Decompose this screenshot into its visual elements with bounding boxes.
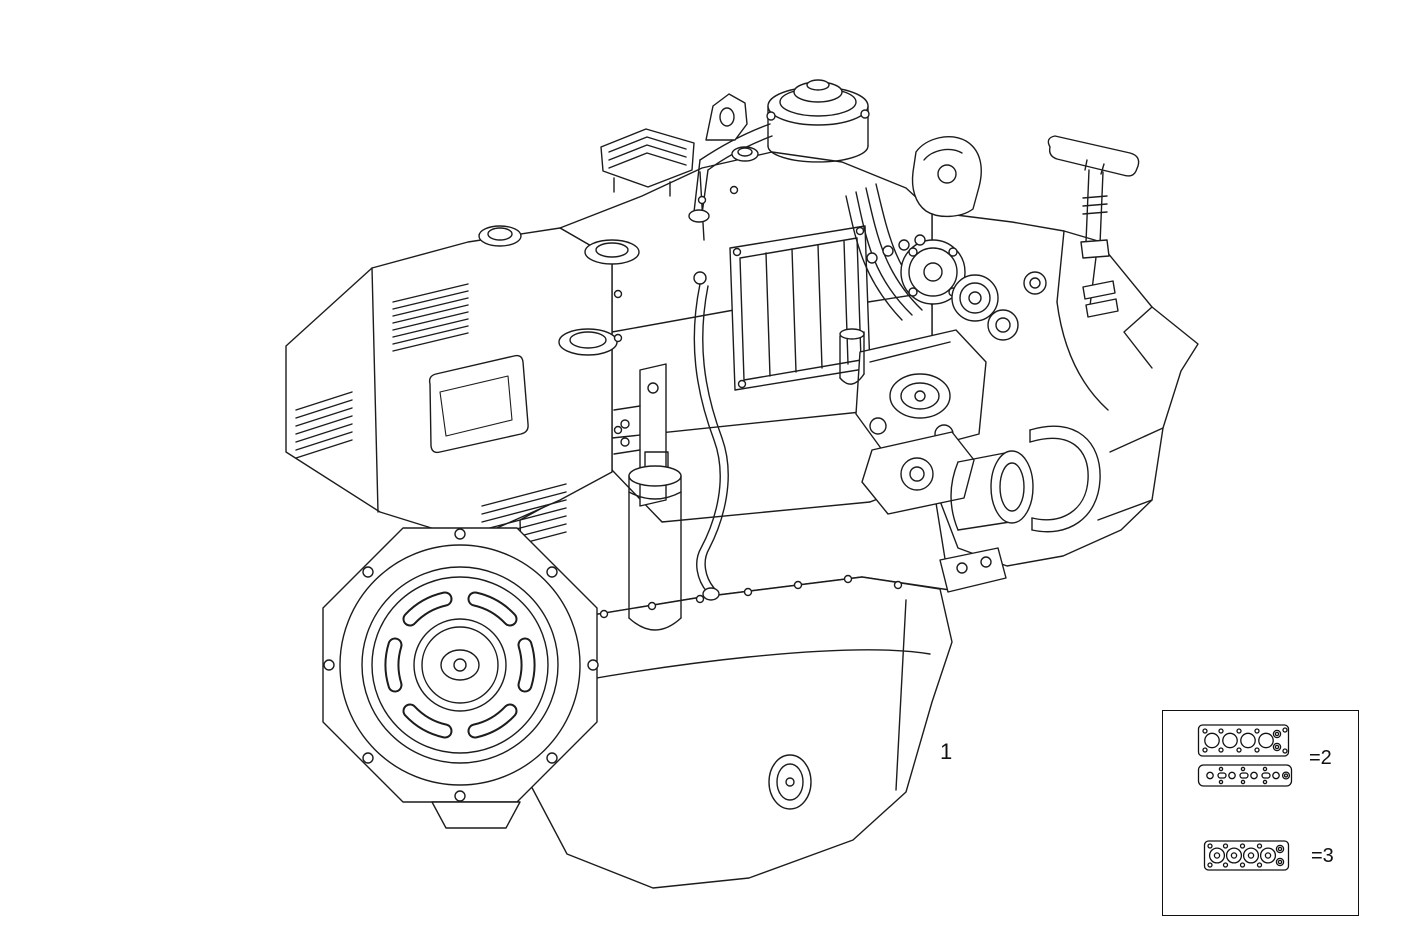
coolant-loop-pipe xyxy=(1029,425,1101,533)
exhaust-outlet-cylinder xyxy=(950,450,1034,531)
callout-part-1: 1 xyxy=(940,739,953,764)
hand-priming-pump xyxy=(1047,135,1140,259)
valve-cover-left xyxy=(285,225,640,555)
legend-quantity-label-lower: =3 xyxy=(1311,844,1334,867)
vent-slots-left xyxy=(295,391,353,459)
legend-item-gasket-set-lower: =3 xyxy=(1203,839,1334,873)
lower-gasket-set-icon xyxy=(1203,840,1290,871)
legend-box: =2 =3 xyxy=(1162,710,1359,916)
legend-item-gasket-set-upper: =2 xyxy=(1197,723,1332,793)
oil-filter xyxy=(628,451,682,631)
vent-slots-lower xyxy=(481,483,567,555)
legend-quantity-label-upper: =2 xyxy=(1309,746,1332,769)
oil-pan xyxy=(526,576,953,889)
lifting-eye-bracket xyxy=(705,93,748,141)
cylinder-head-gasket-set-icon xyxy=(1197,724,1293,787)
oil-cooler xyxy=(729,225,871,391)
rear-lifting-bracket xyxy=(911,136,982,218)
breather-cap xyxy=(731,146,759,162)
injection-pump xyxy=(839,234,1019,459)
governor-housing xyxy=(861,431,975,515)
housing-foot xyxy=(431,801,521,829)
oil-drain-plug xyxy=(768,754,812,810)
vent-slots-upper xyxy=(392,283,469,352)
rocker-cover-top xyxy=(600,128,695,197)
air-cleaner xyxy=(766,79,870,163)
front-accessories xyxy=(599,185,1101,631)
front-mount-bracket xyxy=(939,547,1007,593)
flange-bolts xyxy=(599,185,903,619)
flywheel xyxy=(361,566,559,764)
fuel-return-pipe xyxy=(693,271,729,601)
